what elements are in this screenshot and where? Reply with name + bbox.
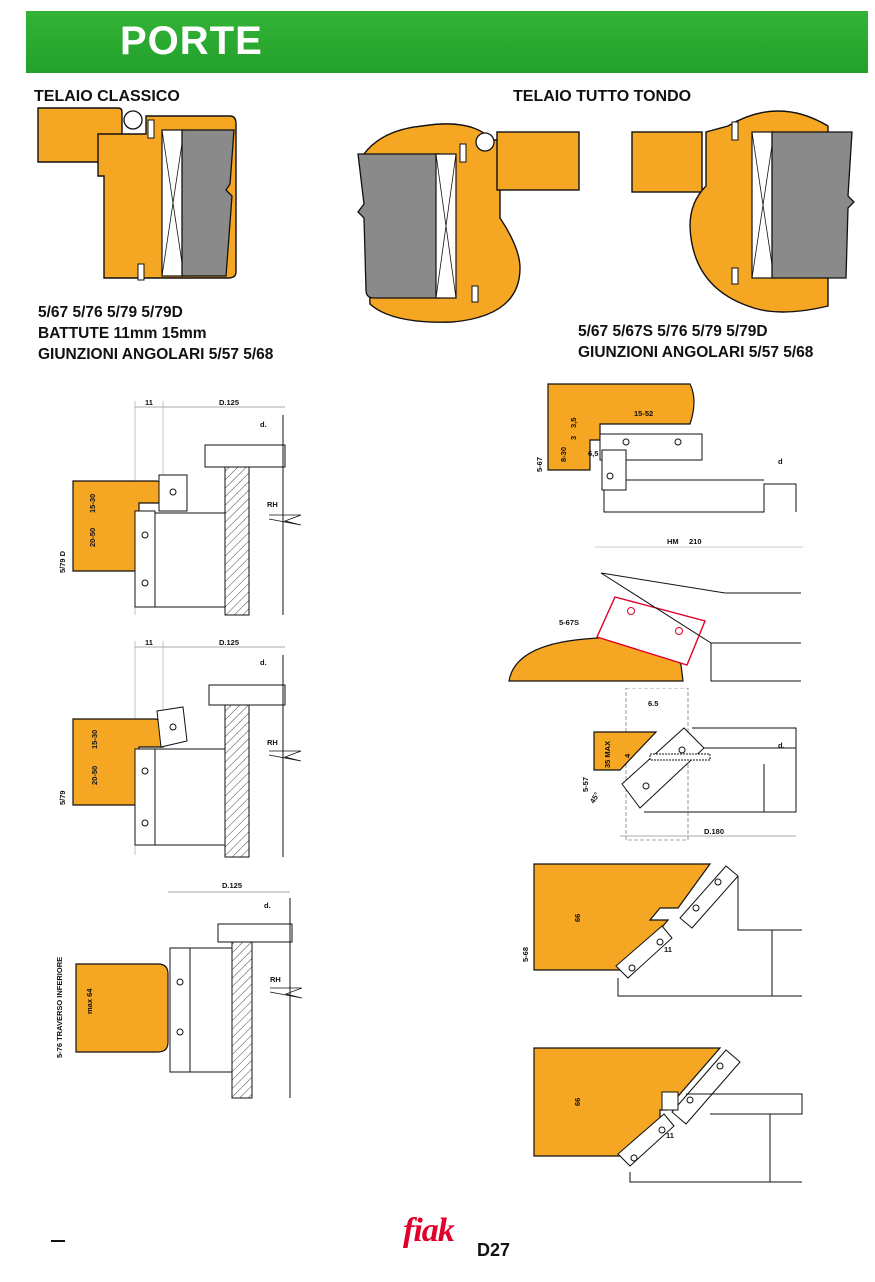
svg-text:5-57: 5-57 [581,777,590,792]
svg-text:max 64: max 64 [85,988,94,1014]
svg-text:3,5: 3,5 [569,418,578,428]
svg-text:20-50: 20-50 [90,766,99,785]
diagram-5-57: 6.5 35 MAX 4 5-57 45° d. D.180 [581,688,797,841]
svg-text:D.125: D.125 [222,881,242,890]
diagram-5-67s: HM 210 5-67S [508,537,803,682]
svg-text:d.: d. [260,658,267,667]
classic-spec-block: 5/67 5/76 5/79 5/79D BATTUTE 11mm 15mm G… [38,302,273,365]
title-banner: PORTE [26,11,868,73]
svg-text:15-52: 15-52 [634,409,653,418]
brand-logo: fiak [403,1212,455,1249]
svg-text:11: 11 [664,945,672,954]
svg-text:5/79: 5/79 [58,790,67,805]
svg-text:11: 11 [145,398,153,407]
svg-text:11: 11 [145,638,153,647]
diagram-5-79d: 11 D.125 d. 15-30 20-50 5/79 D RH [58,398,302,616]
round-spec-block: 5/67 5/67S 5/76 5/79 5/79D GIUNZIONI ANG… [578,321,813,363]
footer-dash [51,1240,65,1242]
workpiece-5-57 [593,731,658,771]
svg-text:5-76 TRAVERSO INFERIORE: 5-76 TRAVERSO INFERIORE [55,957,64,1058]
svg-text:20-50: 20-50 [88,528,97,547]
round-leaf-block [496,131,580,191]
svg-text:8-30: 8-30 [559,447,568,462]
svg-text:D.125: D.125 [219,638,239,647]
svg-text:RH: RH [267,738,278,747]
seal-circle [123,110,143,130]
svg-text:d.: d. [264,901,271,910]
svg-text:210: 210 [689,537,702,546]
svg-text:66: 66 [573,914,582,922]
workpiece-5-67 [547,383,695,471]
svg-text:4: 4 [623,753,632,758]
classic-spec-line-2: BATTUTE 11mm 15mm [38,325,207,342]
round-spec-line-1: 5/67 5/67S 5/76 5/79 5/79D [578,323,768,340]
round-panel-gray [357,153,441,299]
svg-text:3: 3 [569,436,578,440]
diagram-5-67: 15-52 8-30 3 3,5 6,5 5-67 d [535,383,797,513]
page-number: D27 [477,1240,511,1260]
round-frame-assembly-left [357,123,580,323]
diagram-5-68: 66 5-68 11 [521,863,802,997]
svg-text:D.125: D.125 [219,398,239,407]
page-title: PORTE [120,19,263,63]
door-panel-gray [181,129,235,277]
classic-frame-assembly [37,107,237,281]
svg-text:15-30: 15-30 [88,494,97,513]
cutter-blade-red [596,596,706,666]
workpiece-5-76 [75,963,169,1053]
svg-text:5-68: 5-68 [521,947,530,962]
svg-text:RH: RH [270,975,281,984]
svg-text:D.180: D.180 [704,827,724,836]
workpiece-5-68 [533,863,712,971]
diagram-5-68-variant: 66 11 [533,1047,803,1183]
svg-text:d: d [778,457,783,466]
heading-telaio-classico: TELAIO CLASSICO [34,88,180,105]
svg-text:5/79 D: 5/79 D [58,550,67,573]
svg-text:5-67: 5-67 [535,457,544,472]
svg-text:35 MAX: 35 MAX [603,741,612,768]
svg-text:d.: d. [778,741,785,750]
svg-text:66: 66 [573,1098,582,1106]
diagram-5-79: 11 D.125 d. 15-30 20-50 5/79 RH [58,638,302,858]
diagram-5-76: D.125 d. max 64 5-76 TRAVERSO INFERIORE … [55,881,302,1099]
classic-spec-line-3: GIUNZIONI ANGOLARI 5/57 5/68 [38,346,274,363]
round-frame-assembly-right [631,110,855,313]
svg-text:RH: RH [267,500,278,509]
svg-text:15-30: 15-30 [90,730,99,749]
round-spec-line-2: GIUNZIONI ANGOLARI 5/57 5/68 [578,344,814,361]
heading-telaio-tutto-tondo: TELAIO TUTTO TONDO [513,88,692,105]
svg-text:d.: d. [260,420,267,429]
svg-text:6,5: 6,5 [588,449,598,458]
classic-spec-line-1: 5/67 5/76 5/79 5/79D [38,304,183,321]
svg-text:HM: HM [667,537,679,546]
svg-text:5-67S: 5-67S [559,618,579,627]
svg-text:11: 11 [666,1131,674,1140]
svg-text:6.5: 6.5 [648,699,658,708]
